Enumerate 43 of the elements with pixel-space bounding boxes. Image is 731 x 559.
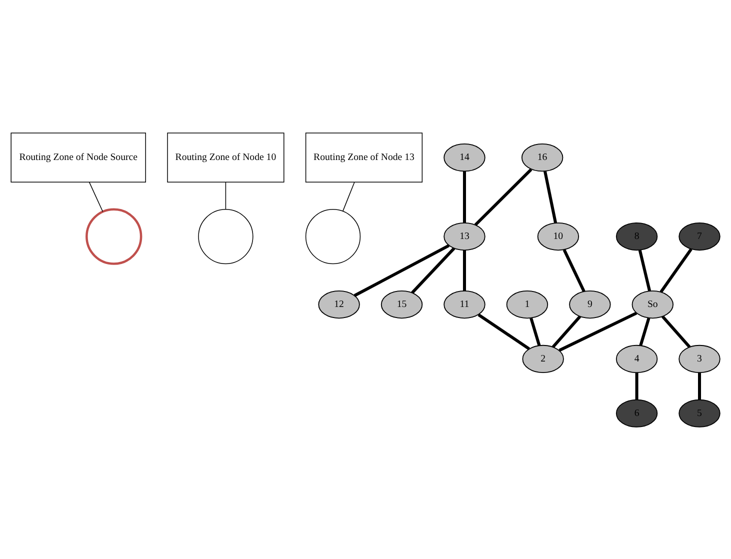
connector xyxy=(411,246,456,294)
node-ellipse: 12 xyxy=(318,290,360,318)
connector xyxy=(478,313,530,350)
connector xyxy=(661,315,691,348)
connector xyxy=(88,181,104,212)
node-ellipse: 10 xyxy=(537,222,580,250)
node-ellipse: 4 xyxy=(616,344,658,373)
connector xyxy=(638,249,652,291)
node-ellipse: 2 xyxy=(522,344,564,373)
connector xyxy=(530,317,541,346)
node-ellipse: 1 xyxy=(506,290,548,318)
node-ellipse: 16 xyxy=(521,143,564,172)
connector xyxy=(552,315,582,348)
connector xyxy=(462,250,466,290)
connector xyxy=(562,248,586,292)
node-box: Routing Zone of Node 10 xyxy=(167,132,284,182)
node-ellipse: So xyxy=(632,290,674,318)
node-circle xyxy=(305,208,361,264)
node-ellipse: 11 xyxy=(444,290,486,318)
node-ellipse: 14 xyxy=(444,143,486,172)
node-ellipse: 8 xyxy=(616,222,658,250)
connector xyxy=(474,168,532,226)
connector xyxy=(558,311,638,352)
connector xyxy=(660,248,692,292)
node-ellipse: 13 xyxy=(444,222,486,250)
connector xyxy=(543,170,558,223)
node-ellipse: 7 xyxy=(678,222,720,250)
connector xyxy=(462,170,466,222)
connector xyxy=(635,372,638,400)
node-box: Routing Zone of Node Source xyxy=(10,132,146,182)
node-ellipse: 9 xyxy=(569,290,611,318)
node-circle xyxy=(198,208,254,264)
node-box: Routing Zone of Node 13 xyxy=(305,132,423,182)
connector xyxy=(354,244,450,296)
node-ellipse: 15 xyxy=(380,290,423,318)
connector xyxy=(342,181,355,211)
connector xyxy=(698,372,702,400)
node-ellipse: 3 xyxy=(678,344,720,373)
node-ellipse: 6 xyxy=(616,398,658,427)
connector xyxy=(225,181,226,210)
node-ellipse: 5 xyxy=(678,398,720,427)
node-circle xyxy=(86,208,142,264)
connector xyxy=(639,317,650,346)
